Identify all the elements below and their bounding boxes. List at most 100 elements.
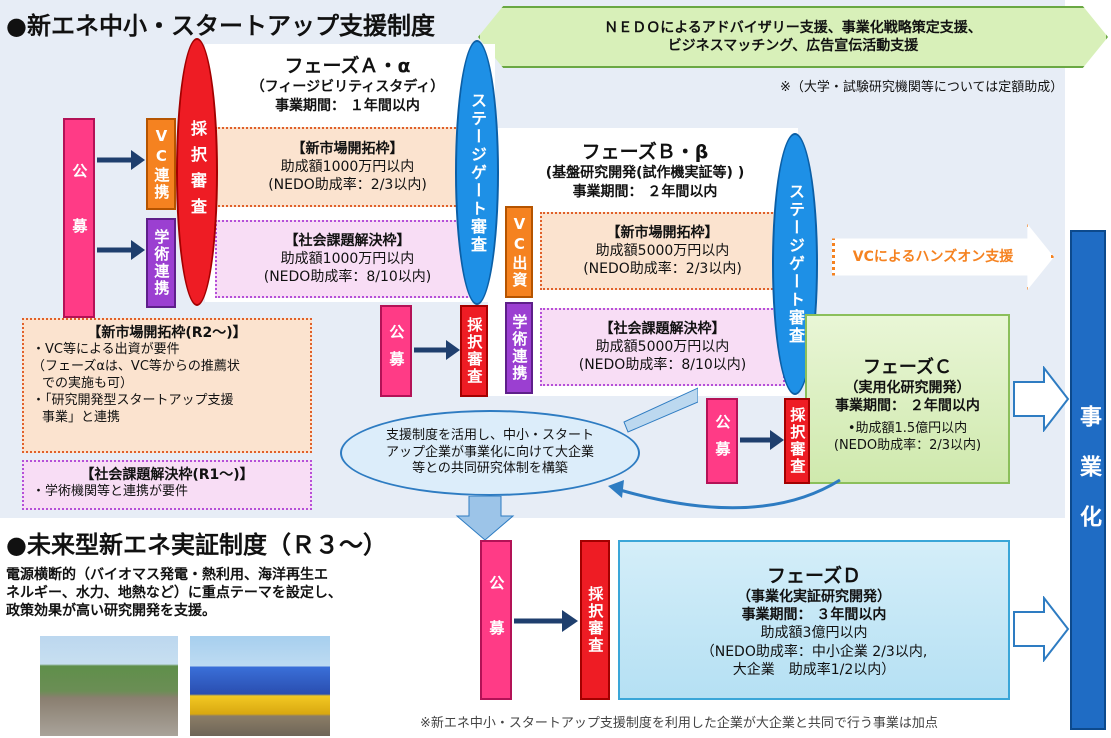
phaseB-period: 事業期間： ２年間以内 [572,183,718,200]
note-newmarket-l4: ・「研究開発型スタートアップ支援 [32,392,234,408]
saitaku-shinsa-box-2: 採択審査 [460,305,488,397]
note-newmarket-title: 【新市場開拓枠(R2～)】 [87,325,247,341]
phaseA-period: 事業期間： １年間以内 [275,97,420,114]
phaseC-box: フェーズＣ （実用化研究開発） 事業期間： ２年間以内 •助成額1.5億円以内 … [805,314,1010,484]
phaseB-social-amount: 助成額5000万円以内 [595,338,730,355]
phaseB-header: フェーズＢ・β (基盤研究開発(試作機実証等) ) 事業期間： ２年間以内 [500,132,790,206]
koubo-box-4: 公募 [480,540,512,700]
photo-biomass-plant [40,636,178,736]
gakujutsu-renkei-2-label: 学術連携 [510,314,529,382]
gakujutsu-renkei-box-1: 学術連携 [146,218,176,308]
phaseB-newmarket-box: 【新市場開拓枠】 助成額5000万円以内 (NEDO助成率：2/3以内) [540,212,785,290]
phaseD-subtitle: （事業化実証研究開発） [737,589,891,606]
phaseC-period: 事業期間： ２年間以内 [835,398,980,415]
nedo-support-line1: ＮＥＤＯによるアドバイザリー支援、事業化戦略策定支援、 [604,19,982,36]
arrow-to-jigyouka-2 [1013,596,1070,662]
saitaku-shinsa-ellipse-1: 採択審査 [176,38,218,306]
koubo-box-3: 公募 [706,398,738,484]
callout-ellipse: 支援制度を活用し、中小・スタート アップ企業が事業化に向けて大企業 等との共同研… [340,410,640,496]
phaseD-amount: 助成額3億円以内 [760,625,868,642]
note-newmarket-l5: 事業」と連携 [42,409,121,425]
phaseD-rate2: 大企業 助成率1/2以内） [732,661,896,678]
photo-ocean-energy-device [190,636,330,736]
vc-shusshi-box: VC出資 [505,206,533,298]
phaseD-period: 事業期間： ３年間以内 [741,607,887,624]
saitaku-shinsa-3-label: 採択審査 [788,407,807,475]
phaseD-box: フェーズＤ （事業化実証研究開発） 事業期間： ３年間以内 助成額3億円以内 （… [618,540,1010,700]
koubo-box-2: 公募 [380,305,412,397]
note-newmarket-box: 【新市場開拓枠(R2～)】 ・VC等による出資が要件 （フェーズαは、VC等から… [22,318,312,453]
phaseB-subtitle: (基盤研究開発(試作機実証等) ) [545,165,745,182]
saitaku-shinsa-4-label: 採択審査 [586,586,605,654]
future-desc-l2: ネルギー、水力、地熱など）に重点テーマを設定し、 [6,585,342,602]
nedo-support-line2: ビジネスマッチング、広告宣伝活動支援 [667,38,919,54]
phaseA-newmarket-box: 【新市場開拓枠】 助成額1000万円以内 (NEDO助成率：2/3以内) [215,127,480,207]
phaseC-subtitle: （実用化研究開発） [844,379,971,396]
note-newmarket-l2: （フェーズαは、VC等からの推薦状 [32,359,240,375]
phaseA-social-box: 【社会課題解決枠】 助成額1000万円以内 (NEDO助成率：8/10以内) [215,220,480,298]
phaseC-amount: •助成額1.5億円以内 [847,421,968,437]
koubo-3-label: 公募 [713,414,732,468]
arrow-koubo4 [514,610,578,632]
jigyouka-label: 事業化 [1076,405,1101,555]
arrow-koubo2 [414,340,460,360]
phaseA-header: フェーズＡ・α （フィージビリティスタディ） 事業期間： １年間以内 [215,44,480,122]
saitaku-shinsa-box-3: 採択審査 [784,398,810,484]
phaseB-social-rate: (NEDO助成率：8/10以内) [578,357,747,374]
callout-l1: 支援制度を活用し、中小・スタート [385,427,594,443]
arrows-koubo1 [97,150,145,260]
arrow-koubo3 [740,430,784,450]
future-desc: 電源横断的（バイオマス発電・熱利用、海洋再生エ ネルギー、水力、地熱など）に重点… [6,566,406,621]
phaseC-rate: (NEDO助成率：2/3以内) [833,438,982,454]
phaseA-subtitle: （フィージビリティスタディ） [250,79,445,96]
koubo-box-1: 公募 [63,118,95,318]
phaseD-title: フェーズＤ [766,565,862,588]
stage-gate-1-label: ステージゲート審査 [468,91,487,254]
note-newmarket-l1: ・VC等による出資が要件 [32,342,180,358]
gakujutsu-renkei-1-label: 学術連携 [152,229,171,297]
arrow-to-jigyouka-1 [1013,366,1070,432]
saitaku-shinsa-box-4: 採択審査 [580,540,610,700]
gakujutsu-renkei-box-2: 学術連携 [505,302,533,394]
arrow-phaseC-to-callout [623,387,698,433]
phaseA-social-amount: 助成額1000万円以内 [280,250,415,267]
jigyouka-bar: 事業化 [1070,230,1106,730]
phaseB-social-label: 【社会課題解決枠】 [599,320,726,337]
curved-arrow-to-callout [608,478,841,510]
stage-gate-ellipse-1: ステージゲート審査 [455,40,499,305]
phaseD-rate1: （NEDO助成率：中小企業 2/3以内, [700,643,928,660]
university-note: ※（大学・試験研究機関等については定額助成） [780,80,1064,95]
note-social-l1: ・学術機関等と連携が要件 [32,484,189,500]
vc-shusshi-label: VC出資 [510,215,529,289]
note-newmarket-l3: での実施も可） [42,375,134,391]
arrow-down-to-phaseD [455,496,515,541]
phaseB-newmarket-rate: (NEDO助成率：2/3以内) [583,261,742,278]
note-social-box: 【社会課題解決枠(R1～)】 ・学術機関等と連携が要件 [22,460,312,510]
phaseA-newmarket-amount: 助成額1000万円以内 [280,158,415,175]
koubo-4-label: 公募 [487,575,506,665]
koubo-1-label: 公募 [70,163,89,273]
phaseA-social-label: 【社会課題解決枠】 [284,232,411,249]
phaseA-newmarket-label: 【新市場開拓枠】 [291,140,404,157]
phaseC-title: フェーズＣ [862,356,953,378]
phaseA-title: フェーズＡ・α [284,55,411,78]
nedo-support-banner: ＮＥＤＯによるアドバイザリー支援、事業化戦略策定支援、 ビジネスマッチング、広告… [478,6,1108,68]
note-social-title: 【社会課題解決枠(R1～)】 [80,467,254,483]
footnote: ※新エネ中小・スタートアップ支援制度を利用した企業が大企業と共同で行う事業は加点 [420,716,938,731]
koubo-2-label: 公募 [387,324,406,378]
callout-l3: 等との共同研究体制を構築 [412,461,568,477]
future-desc-l3: 政策効果が高い研究開発を支援。 [6,603,216,620]
phaseB-social-box: 【社会課題解決枠】 助成額5000万円以内 (NEDO助成率：8/10以内) [540,308,785,386]
future-desc-l1: 電源横断的（バイオマス発電・熱利用、海洋再生エ [6,567,328,583]
phaseB-title: フェーズＢ・β [581,141,709,164]
phaseB-newmarket-label: 【新市場開拓枠】 [606,224,719,241]
saitaku-shinsa-2-label: 採択審査 [465,317,484,385]
phaseA-newmarket-rate: (NEDO助成率：2/3以内) [268,177,427,194]
section1-title: ●新エネ中小・スタートアップ支援制度 [6,12,435,40]
callout-l2: アップ企業が事業化に向けて大企業 [385,444,594,460]
vc-renkei-label: VC連携 [152,127,171,201]
phaseA-social-rate: (NEDO助成率：8/10以内) [263,269,432,286]
phaseB-newmarket-amount: 助成額5000万円以内 [595,242,730,259]
stage-gate-2-label: ステージゲート審査 [786,183,805,345]
section2-title: ●未来型新エネ実証制度（Ｒ３～） [6,531,387,559]
